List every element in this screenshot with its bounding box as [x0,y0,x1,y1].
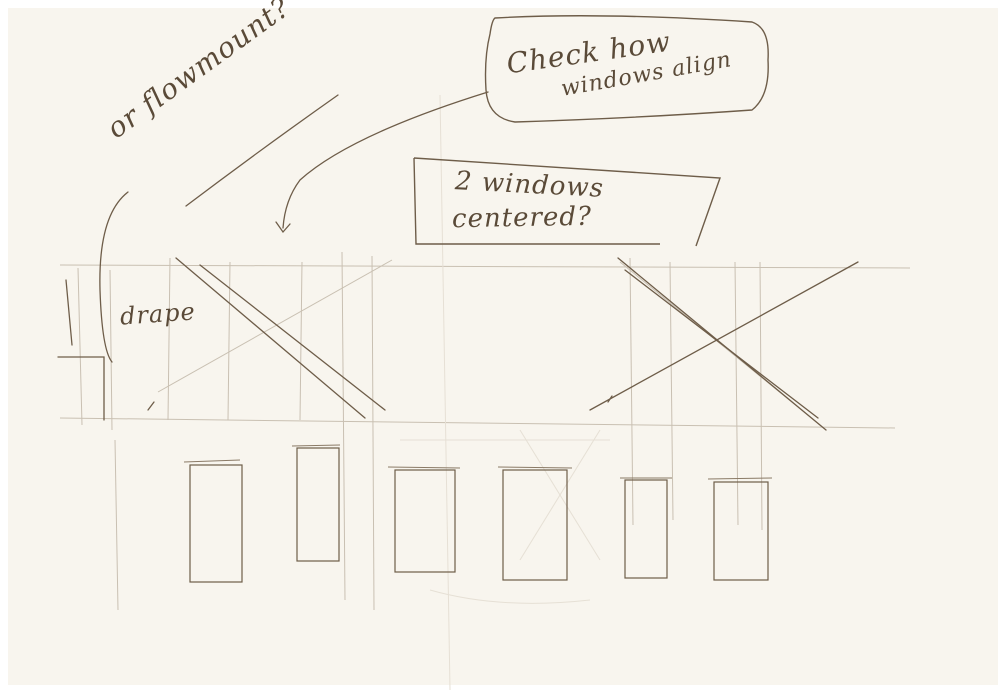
vertical-guide-7 [371,255,375,611]
note-centered: centered? [451,201,593,235]
note-drape: drape [119,297,197,331]
left-ledge [57,356,105,421]
window-overdraw [183,444,773,480]
large-x-right-b [624,269,819,419]
window-rectangles [189,447,769,583]
ink-strokes [57,91,859,431]
window-2 [296,447,340,562]
window-6 [713,481,769,581]
vertical-guide-3 [167,257,171,421]
bottom-horizon-line [59,417,896,429]
large-x-right-c [589,261,859,411]
left-marker-mark [65,279,73,346]
callout-pointer [282,91,489,229]
large-x-left-a [175,257,366,419]
pencil-tick-1 [147,401,155,411]
windows-centered-box [413,157,721,247]
cross-light-left [157,259,393,393]
vertical-guide-2 [109,269,113,431]
vertical-guide-11 [759,261,763,531]
vertical-guide-10 [734,261,739,526]
underline-flowmount [185,94,339,207]
callout-arrowhead [275,221,291,234]
window-5 [624,479,668,579]
vertical-guide-1 [77,267,83,426]
window-3 [394,469,456,573]
drape-curve [99,191,129,363]
vertical-guide-12 [114,439,119,611]
window-4 [502,469,568,581]
faint-traces [400,94,610,691]
window-1 [189,464,243,583]
pencil-tick-2 [607,395,613,403]
vertical-guide-5 [299,261,303,421]
callout-bubble [484,15,769,123]
vertical-guide-6 [341,251,346,601]
large-x-left-b [199,264,386,411]
